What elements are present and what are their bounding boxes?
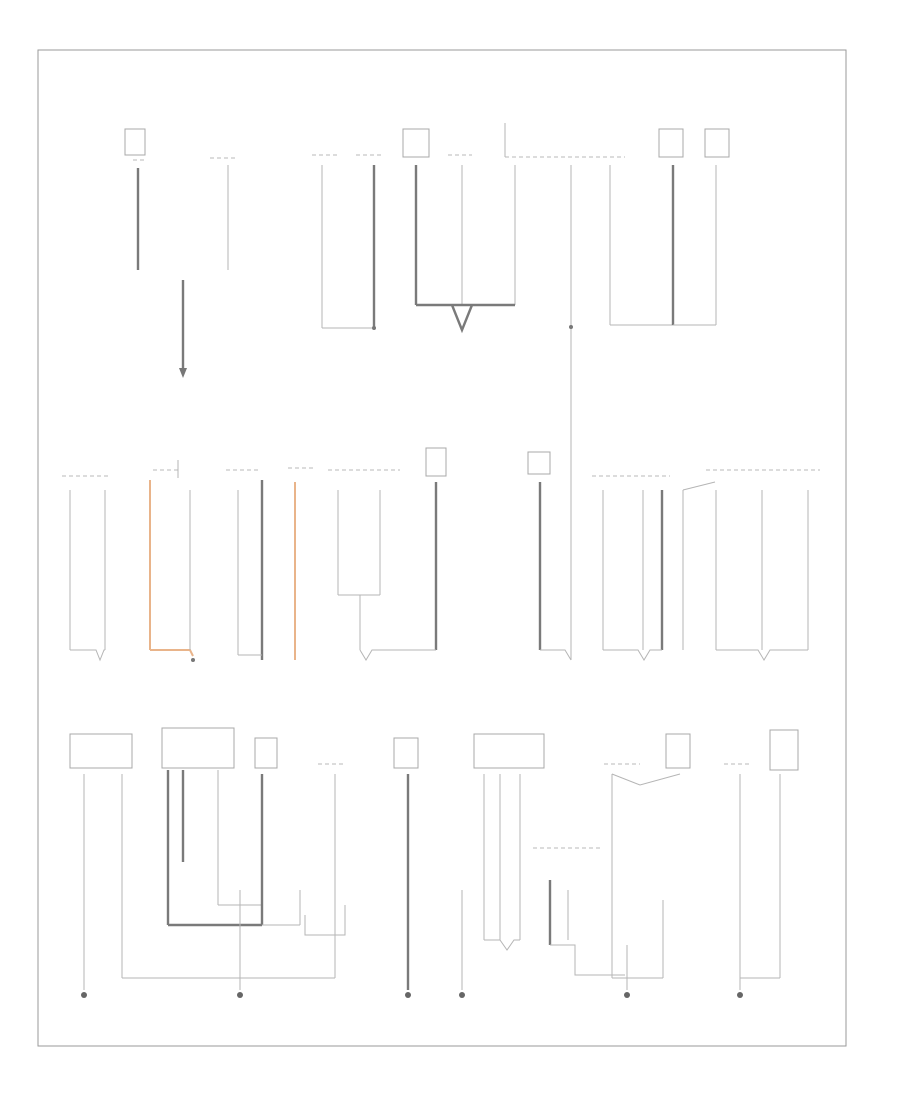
component-box [769, 729, 799, 771]
component-box [69, 733, 133, 769]
diagram-border [37, 49, 847, 1047]
component-box [402, 128, 430, 158]
component-box [393, 737, 419, 769]
ground-point [81, 992, 87, 998]
ground-point [405, 992, 411, 998]
component-box [527, 451, 551, 475]
ground-point [459, 992, 465, 998]
component-box [473, 733, 545, 769]
ground-arrow [179, 368, 187, 378]
ground-point [237, 992, 243, 998]
component-box [665, 733, 691, 769]
middle-section [62, 447, 820, 662]
component-box [425, 447, 447, 477]
ground-point [737, 992, 743, 998]
ground-point [624, 992, 630, 998]
component-box [161, 727, 235, 769]
bottom-section [69, 727, 799, 998]
component-box [124, 128, 146, 156]
component-box [254, 737, 278, 769]
top-section [124, 123, 730, 660]
component-box [658, 128, 684, 158]
component-box [704, 128, 730, 158]
